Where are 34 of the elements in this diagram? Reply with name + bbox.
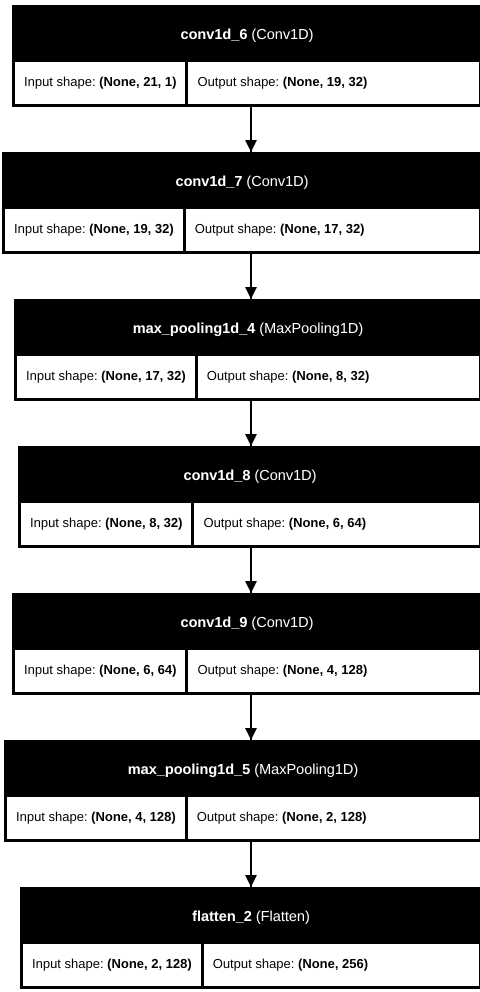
- layer-box: [20, 887, 480, 989]
- arrow: [245, 695, 257, 740]
- shape-cell: Output shape: (None, 4, 128): [188, 650, 479, 692]
- layer-title: conv1d_6 (Conv1D): [180, 26, 314, 45]
- arrow: [245, 401, 257, 446]
- shape-cell: Output shape: (None, 256): [204, 944, 479, 986]
- shape-cell: Output shape: (None, 2, 128): [188, 797, 479, 839]
- layer-title: flatten_2 (Flatten): [191, 908, 311, 927]
- shape-cell: Output shape: (None, 6, 64): [194, 503, 479, 545]
- layer-box: [18, 446, 480, 548]
- layer-title: max_pooling1d_5 (MaxPooling1D): [126, 761, 360, 780]
- layer-title: conv1d_9 (Conv1D): [180, 614, 314, 633]
- shape-cell: Output shape: (None, 8, 32): [198, 356, 479, 398]
- shape-cell: Input shape: (None, 6, 64): [15, 650, 186, 692]
- shape-cell: Output shape: (None, 17, 32): [186, 209, 479, 251]
- arrow: [245, 842, 257, 887]
- shape-cell: Input shape: (None, 4, 128): [7, 797, 185, 839]
- arrow: [245, 107, 257, 152]
- shape-cell: Output shape: (None, 19, 32): [188, 62, 479, 104]
- layer-box: [14, 299, 480, 401]
- shape-cell: Input shape: (None, 8, 32): [21, 503, 192, 545]
- arrow: [245, 548, 257, 593]
- shape-cell: Input shape: (None, 19, 32): [5, 209, 183, 251]
- layer-box: [4, 740, 480, 842]
- shape-cell: Input shape: (None, 2, 128): [23, 944, 201, 986]
- layer-title: max_pooling1d_4 (MaxPooling1D): [132, 320, 364, 339]
- layer-box: [12, 5, 480, 107]
- shape-cell: Input shape: (None, 21, 1): [15, 62, 186, 104]
- layer-title: conv1d_8 (Conv1D): [182, 467, 318, 486]
- layer-box: [12, 593, 480, 695]
- layer-title: conv1d_7 (Conv1D): [174, 173, 310, 192]
- shape-cell: Input shape: (None, 17, 32): [17, 356, 195, 398]
- layer-box: [2, 152, 480, 254]
- arrow: [245, 254, 257, 299]
